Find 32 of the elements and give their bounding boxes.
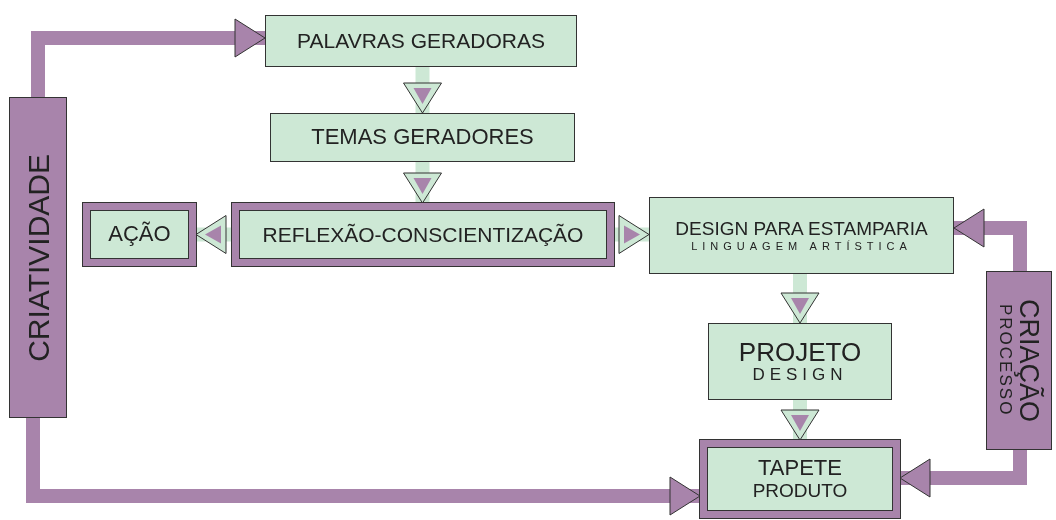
node-label: PALAVRAS GERADORAS: [297, 29, 545, 53]
node-label: TEMAS GERADORES: [311, 125, 534, 150]
framed-box: [700, 440, 900, 518]
framed-box: [232, 203, 614, 266]
node-label: LINGUAGEM ARTÍSTICA: [691, 239, 912, 252]
arrow: [31, 18, 266, 97]
arrow: [953, 208, 1027, 271]
node-label: REFLEXÃO-CONSCIENTIZAÇÃO: [262, 222, 584, 247]
process-box: [265, 15, 577, 67]
node-label: DESIGN PARA ESTAMPARIA: [675, 219, 928, 240]
arrow: [780, 400, 820, 441]
arrow: [403, 162, 442, 204]
label-bar: [986, 271, 1052, 450]
arrow: [403, 67, 442, 114]
arrow: [614, 215, 650, 254]
node-label: CRIAÇÃO: [1014, 299, 1044, 422]
process-box: [270, 113, 575, 162]
node-label: AÇÃO: [108, 222, 171, 247]
framed-box: [83, 203, 196, 266]
arrow: [780, 274, 820, 324]
node-label: PRODUTO: [752, 480, 848, 502]
node-label: CRIATIVIDADE: [21, 153, 55, 362]
arrow: [26, 418, 701, 516]
process-box: [708, 323, 892, 400]
label-bar: [9, 97, 67, 418]
node-label: TAPETE: [758, 456, 842, 481]
node-label: PROCESSO: [994, 304, 1014, 417]
process-box: [649, 197, 954, 274]
node-label: DESIGN: [752, 366, 848, 386]
node-label: PROJETO: [738, 337, 862, 367]
arrow: [195, 215, 232, 254]
arrow: [899, 450, 1027, 498]
